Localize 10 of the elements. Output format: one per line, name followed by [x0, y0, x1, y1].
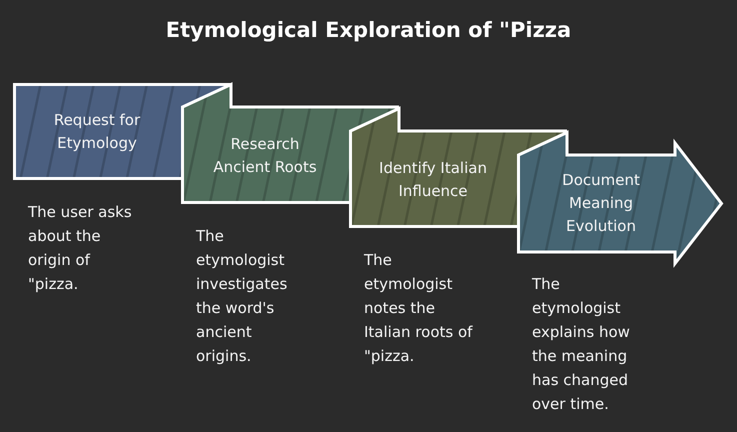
- step-label: Document Meaning Evolution: [561, 170, 641, 237]
- step-description: The etymologist investigates the word's ancient origins.: [196, 226, 288, 367]
- step-description: The etymologist explains how the meaning has changed over time.: [532, 274, 631, 415]
- step-description: The user asks about the origin of "pizza.: [28, 202, 133, 295]
- step-label: Research Ancient Roots: [212, 134, 318, 178]
- step-label: Identify Italian Influence: [379, 158, 487, 202]
- step-arrow: [517, 131, 723, 265]
- diagram-title: Etymological Exploration of "Pizza: [166, 17, 572, 44]
- step-label: Request for Etymology: [52, 110, 142, 154]
- step-description: The etymologist notes the Italian roots of "pizza.: [364, 250, 473, 367]
